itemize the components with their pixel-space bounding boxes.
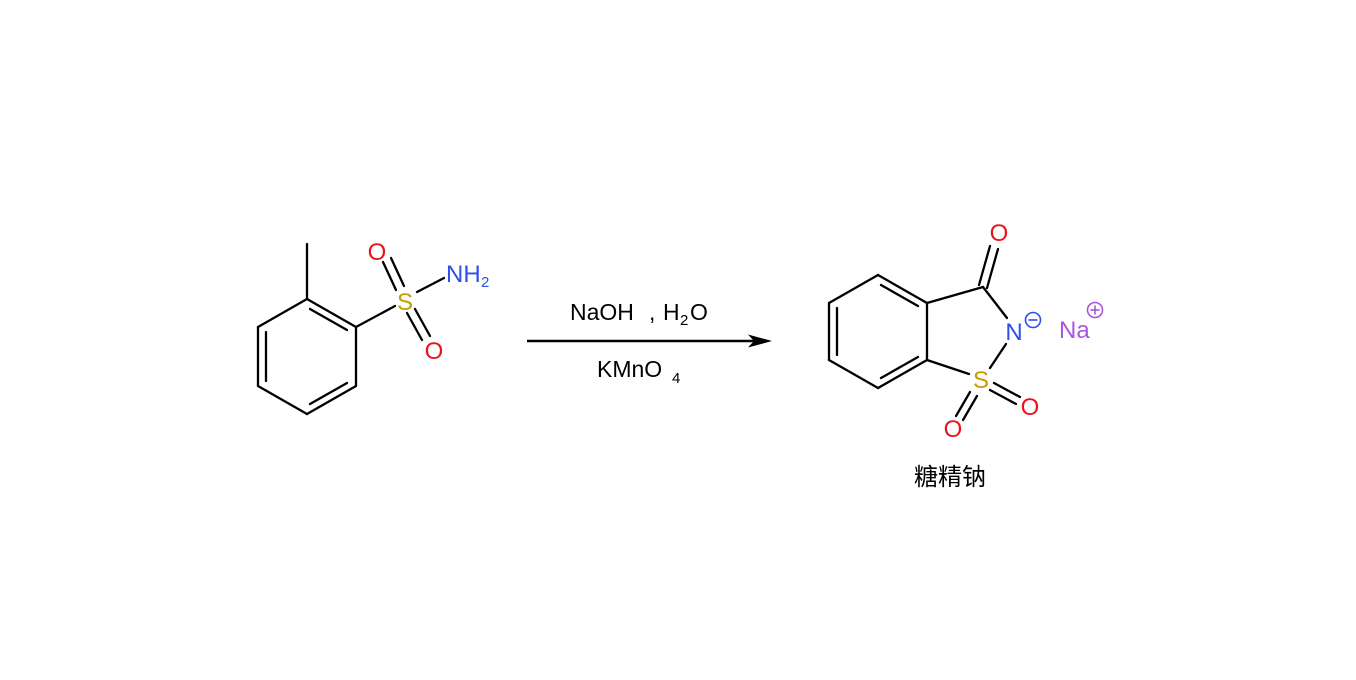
- bond: [256, 384, 309, 416]
- atom-oxygen: O: [368, 239, 387, 266]
- reagent-water-subscript: 2: [680, 312, 688, 329]
- reagent-separator: ,: [649, 299, 655, 325]
- product-molecule: O N S O O Na 糖精钠: [827, 220, 1104, 491]
- reagent-water-o: O: [690, 299, 708, 325]
- reagent-kmno4-subscript: 4: [672, 370, 680, 387]
- arrow-head: [748, 334, 772, 348]
- ring-s-bond: [354, 304, 397, 329]
- bond: [827, 358, 880, 390]
- product-name: 糖精钠: [914, 463, 986, 491]
- c-o-double-bond: [985, 247, 1000, 290]
- bond: [876, 273, 929, 305]
- atom-sodium: Na: [1059, 317, 1090, 344]
- bond: [308, 307, 349, 332]
- conditions-below: KMnO 4: [597, 356, 680, 387]
- s-o-double-bond: [988, 388, 1018, 406]
- atom-oxygen: O: [944, 416, 963, 443]
- bond: [876, 358, 929, 390]
- s-o-double-bond: [389, 256, 406, 288]
- positive-charge-icon: [1086, 301, 1104, 319]
- conditions-above: NaOH , H 2 O: [570, 299, 708, 329]
- reactant-molecule: O S O NH 2: [256, 239, 489, 416]
- product-benzene-ring: [827, 273, 929, 390]
- s-o-double-bond: [992, 381, 1022, 399]
- bond: [308, 381, 349, 406]
- s-o-double-bond: [405, 311, 424, 342]
- reaction-arrow: [527, 334, 772, 348]
- bond: [879, 355, 920, 380]
- atom-oxygen: O: [1021, 394, 1040, 421]
- carbonyl-n-bond: [981, 285, 1009, 320]
- atom-oxygen: O: [990, 220, 1009, 247]
- atom-subscript: 2: [481, 274, 489, 291]
- s-ring-bond: [925, 358, 971, 376]
- n-s-bond: [988, 342, 1008, 370]
- s-o-double-bond: [381, 260, 398, 292]
- s-o-double-bond: [413, 307, 432, 338]
- bond: [256, 297, 309, 329]
- bond: [827, 273, 880, 305]
- s-o-double-bond: [961, 394, 979, 422]
- reagent-naoh: NaOH: [570, 299, 634, 325]
- bond: [305, 384, 358, 416]
- s-n-bond: [415, 276, 446, 294]
- bond: [305, 297, 358, 329]
- atom-nitrogen: N: [1005, 319, 1022, 346]
- s-o-double-bond: [954, 390, 972, 418]
- reagent-water-h: H: [663, 299, 680, 325]
- negative-charge-icon: [1024, 311, 1042, 329]
- atom-nitrogen: NH: [446, 261, 481, 288]
- reagent-kmno4: KMnO: [597, 356, 662, 382]
- atom-sulfur: S: [397, 289, 413, 316]
- reactant-benzene-ring: [256, 297, 358, 416]
- atom-sulfur: S: [973, 367, 989, 394]
- atom-oxygen: O: [425, 338, 444, 365]
- ring-carbonyl-bond: [925, 285, 985, 305]
- c-o-double-bond: [977, 244, 992, 287]
- bond: [879, 283, 920, 308]
